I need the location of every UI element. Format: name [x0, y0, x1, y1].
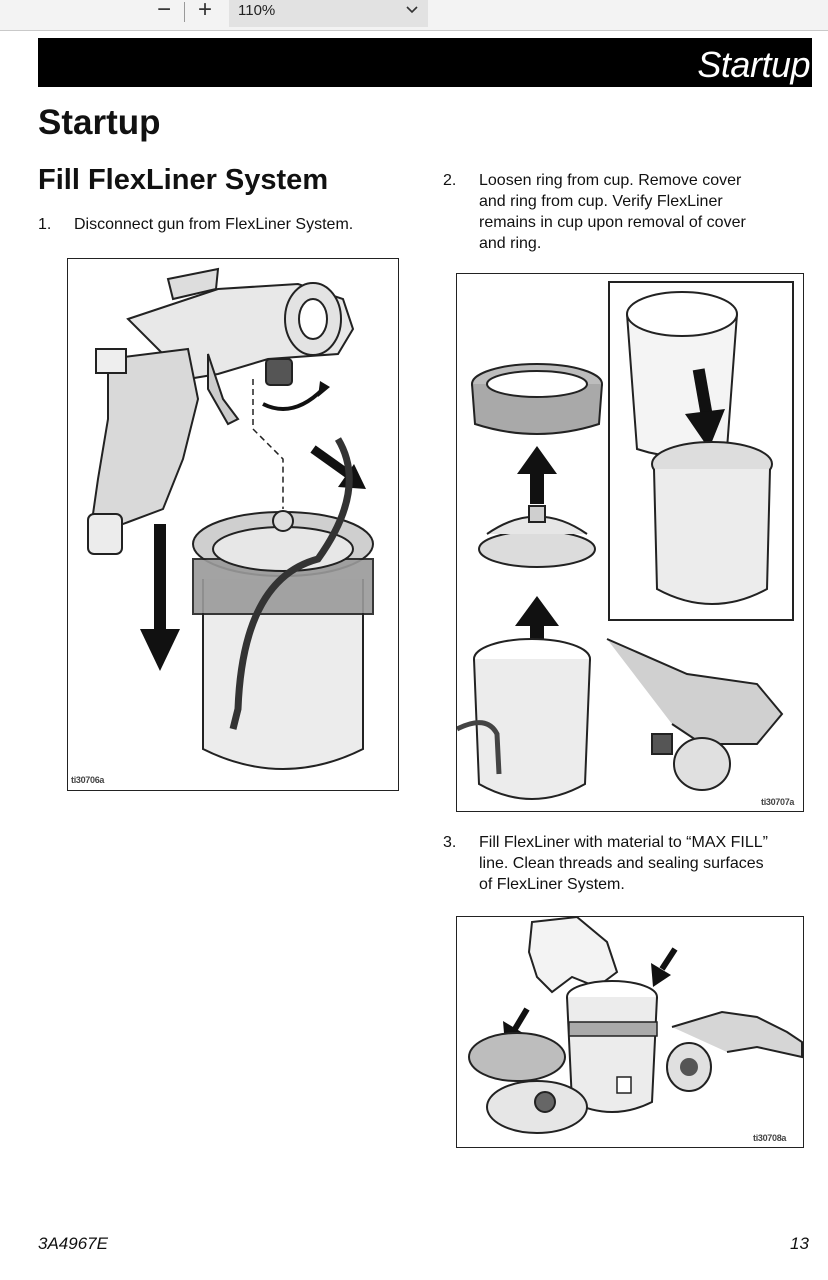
zoom-in-button[interactable]: + [197, 0, 212, 23]
step-text-line: remains in cup upon removal of cover [479, 214, 746, 231]
step-text-line: Fill FlexLiner with material to “MAX FIL… [479, 834, 768, 851]
page-number: 13 [790, 1234, 809, 1253]
step-text: Fill FlexLiner with material to “MAX FIL… [479, 832, 768, 895]
document-number: 3A4967E [38, 1234, 108, 1253]
figure-id: ti30708a [753, 1133, 787, 1143]
step-number: 1. [38, 216, 52, 233]
viewer-toolbar: − + 110% [0, 0, 828, 31]
spray-gun-and-cup-illustration [87, 267, 374, 770]
step-text-line: line. Clean threads and sealing surfaces [479, 855, 764, 872]
zoom-level-value: 110% [238, 2, 276, 19]
chapter-header-title: Startup [697, 44, 810, 85]
figure-id: ti30706a [71, 775, 105, 785]
step-text-line: and ring from cup. Verify FlexLiner [479, 193, 723, 210]
zoom-level-select[interactable]: 110% [229, 0, 428, 27]
step-number: 2. [443, 172, 457, 189]
zoom-out-button[interactable]: − [156, 0, 171, 23]
cup-disassembly-illustration [457, 281, 794, 800]
step-text-line: Loosen ring from cup. Remove cover [479, 172, 742, 189]
section-title: Fill FlexLiner System [38, 164, 329, 196]
step-2: 2. Loosen ring from cup. Remove cover an… [443, 170, 813, 256]
chapter-header-bar: Startup [38, 38, 812, 87]
figure-disconnect-gun: ti30706a [67, 258, 399, 791]
figure-id: ti30707a [761, 797, 795, 807]
step-text-line: and ring. [479, 235, 542, 252]
fill-liner-illustration [468, 917, 803, 1134]
chevron-down-icon [406, 6, 418, 14]
step-text-line: of FlexLiner System. [479, 876, 625, 893]
toolbar-separator [184, 2, 185, 22]
step-text: Disconnect gun from FlexLiner System. [74, 216, 354, 233]
page-title: Startup [38, 103, 161, 142]
step-3: 3. Fill FlexLiner with material to “MAX … [443, 832, 813, 896]
figure-fill-flexliner: ti30708a [456, 916, 804, 1148]
step-text: Loosen ring from cup. Remove cover and r… [479, 170, 746, 254]
step-number: 3. [443, 834, 457, 851]
step-1: 1. Disconnect gun from FlexLiner System. [38, 214, 418, 236]
figure-remove-cover-and-ring: ti30707a [456, 273, 804, 812]
